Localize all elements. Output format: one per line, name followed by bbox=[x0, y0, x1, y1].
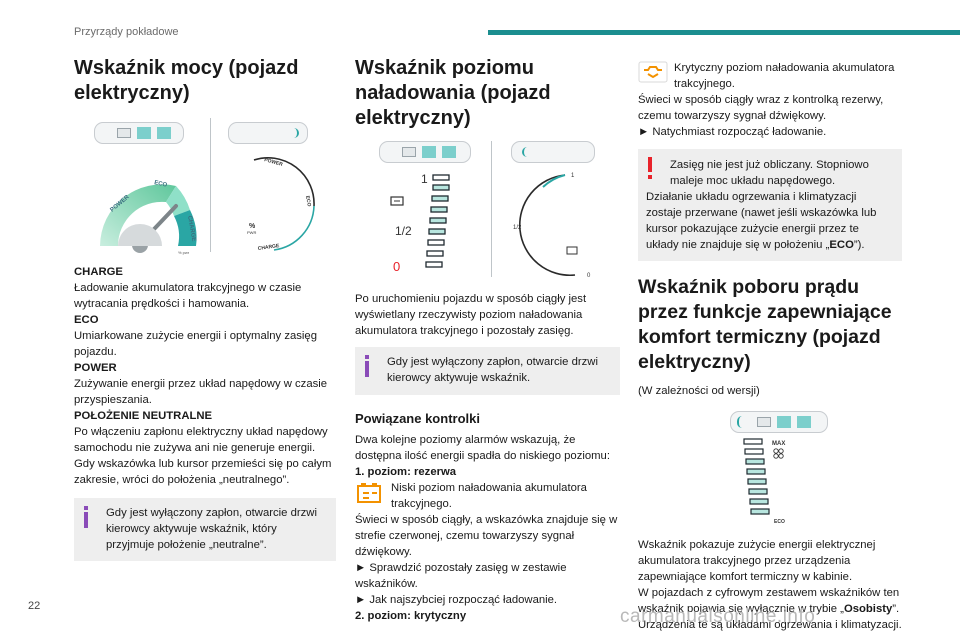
comfort-body-2-part-a: W pojazdach z cyfrowym zestawem wskaźnik… bbox=[638, 587, 900, 615]
column-power-gauge: Wskaźnik mocy (pojazd elektryczny) POWER… bbox=[74, 56, 336, 561]
charge-level-illustration: 1 1/2 0 1 1/2 0 bbox=[355, 141, 620, 281]
info-box-charge-level: Gdy jest wyłączony zapłon, otwarcie drzw… bbox=[355, 347, 620, 395]
gauge-label-percent-pwr: % pwr bbox=[178, 250, 190, 255]
level1-text: Świeci w sposób ciągły, a wskazówka znaj… bbox=[355, 514, 618, 558]
arc-label-zero: 0 bbox=[587, 273, 591, 279]
battery-critical-icon bbox=[638, 60, 674, 92]
arc-label-one: 1 bbox=[571, 173, 575, 179]
comfort-body-3: Urządzenia te są układami ogrzewania i k… bbox=[638, 619, 902, 631]
comfort-bars: MAX ECO bbox=[743, 438, 785, 525]
info-text-charge-level: Gdy jest wyłączony zapłon, otwarcie drzw… bbox=[387, 356, 598, 384]
warning-lead-text: Zasięg nie jest już obliczany. Stopniowo… bbox=[670, 159, 869, 187]
critical-indicator-row: Krytyczny poziom naładowania akumulatora… bbox=[638, 60, 902, 92]
level1-icon-text: Niski poziom naładowania akumulatora tra… bbox=[391, 482, 587, 510]
charge-level-intro: Po uruchomieniu pojazdu w sposób ciągły … bbox=[355, 293, 587, 337]
warning-rest-part-a: Działanie układu ogrzewania i klimatyzac… bbox=[646, 191, 877, 251]
comfort-label-eco: ECO bbox=[774, 519, 785, 525]
warning-rest-text: Działanie układu ogrzewania i klimatyzac… bbox=[646, 189, 894, 253]
gauge-label-charge-digital: CHARGE bbox=[257, 243, 280, 252]
section-title-comfort: Wskaźnik poboru prądu przez funkcje zape… bbox=[638, 276, 892, 373]
gauge-label-power-digital: POWER bbox=[263, 157, 283, 168]
gauge-label-eco: ECO bbox=[154, 180, 168, 189]
comfort-personal-mode: Osobisty bbox=[843, 603, 893, 615]
critical-text: Świeci w sposób ciągły wraz z kontrolką … bbox=[638, 94, 884, 122]
section-title-charge-level: Wskaźnik poziomu naładowania (pojazd ele… bbox=[355, 57, 551, 129]
comfort-body-2: W pojazdach z cyfrowym zestawem wskaźnik… bbox=[638, 585, 902, 617]
power-gauge-digital: POWER ECO CHARGE % PWR bbox=[247, 157, 315, 252]
warning-box: Zasięg nie jest już obliczany. Stopniowo… bbox=[638, 149, 902, 261]
bullet-start-charging: ► Jak najszybciej rozpocząć ładowanie. bbox=[355, 594, 558, 606]
bullet-check-range: ► Sprawdzić pozostały zasięg w zestawie … bbox=[355, 562, 567, 590]
power-gauge-colored: POWER ECO CHARGE % pwr bbox=[100, 180, 197, 255]
critical-icon-text: Krytyczny poziom naładowania akumulatora… bbox=[674, 62, 895, 90]
watermark: carmanualsonline.info bbox=[620, 606, 816, 627]
charge-heading: CHARGE bbox=[74, 266, 123, 278]
eco-heading: ECO bbox=[74, 314, 99, 326]
mini-dashboard-icon-right bbox=[228, 122, 308, 144]
info-icon bbox=[363, 355, 375, 382]
gauge-label-charge: CHARGE bbox=[186, 215, 196, 242]
mini-dashboard-icon-right bbox=[511, 141, 595, 163]
comfort-body-2-part-c: ”. bbox=[892, 603, 900, 615]
level-label-zero: 0 bbox=[393, 259, 400, 273]
section-title-power: Wskaźnik mocy (pojazd elektryczny) bbox=[74, 57, 299, 104]
charge-text: Ładowanie akumulatora trakcyjnego w czas… bbox=[74, 282, 302, 310]
related-intro: Dwa kolejne poziomy alarmów wskazują, że… bbox=[355, 434, 610, 462]
power-gauge-illustration: POWER ECO CHARGE % pwr POWER ECO CHARGE … bbox=[74, 118, 336, 258]
comfort-gauge-illustration: MAX ECO bbox=[638, 405, 902, 531]
warning-icon bbox=[646, 157, 658, 186]
warning-rest-part-b: ”). bbox=[853, 239, 865, 251]
charge-level-bars: 1 1/2 0 bbox=[390, 173, 450, 273]
power-gauge-descriptions: CHARGE Ładowanie akumulatora trakcyjnego… bbox=[74, 264, 336, 488]
gauge-label-percent: % bbox=[249, 223, 256, 230]
charge-level-arc: 1 1/2 0 bbox=[513, 173, 591, 279]
level2-heading: 2. poziom: krytyczny bbox=[355, 610, 467, 622]
comfort-label-max: MAX bbox=[772, 441, 785, 447]
related-indicators-heading: Powiązane kontrolki bbox=[355, 411, 480, 426]
column-charge-level: Wskaźnik poziomu naładowania (pojazd ele… bbox=[355, 56, 620, 624]
comfort-body-1: Wskaźnik pokazuje zużycie energii elektr… bbox=[638, 539, 876, 583]
page-number: 22 bbox=[28, 600, 41, 612]
arc-label-half: 1/2 bbox=[513, 225, 522, 231]
eco-text: Umiarkowane zużycie energii i optymalny … bbox=[74, 330, 317, 358]
info-text-power: Gdy jest wyłączony zapłon, otwarcie drzw… bbox=[106, 507, 317, 551]
level-label-one: 1 bbox=[421, 173, 428, 186]
neutral-text: Po włączeniu zapłonu elektryczny układ n… bbox=[74, 426, 332, 486]
warning-eco-word: ECO bbox=[829, 239, 854, 251]
mini-dashboard-icon-left bbox=[94, 122, 184, 144]
level1-heading: 1. poziom: rezerwa bbox=[355, 466, 457, 478]
mini-dashboard-icon bbox=[730, 411, 828, 433]
comfort-subtitle: (W zależności od wersji) bbox=[638, 385, 760, 397]
mini-dashboard-icon-left bbox=[379, 141, 471, 163]
bullet-charge-now: ► Natychmiast rozpocząć ładowanie. bbox=[638, 126, 827, 138]
divider bbox=[491, 141, 492, 277]
gauge-label-eco-digital: ECO bbox=[304, 195, 312, 207]
power-heading: POWER bbox=[74, 362, 117, 374]
info-icon bbox=[82, 506, 94, 533]
level1-indicator-row: Niski poziom naładowania akumulatora tra… bbox=[355, 480, 620, 512]
header-accent-bar bbox=[488, 30, 960, 35]
running-header: Przyrządy pokładowe bbox=[74, 26, 179, 38]
gauge-label-pwr: PWR bbox=[247, 230, 256, 235]
power-text: Zużywanie energii przez układ napędowy w… bbox=[74, 378, 328, 406]
info-box-power: Gdy jest wyłączony zapłon, otwarcie drzw… bbox=[74, 498, 336, 561]
neutral-heading: POŁOŻENIE NEUTRALNE bbox=[74, 410, 213, 422]
divider bbox=[210, 118, 211, 252]
battery-reserve-icon bbox=[355, 480, 391, 512]
column-critical-and-comfort: Krytyczny poziom naładowania akumulatora… bbox=[638, 60, 902, 633]
level-label-half: 1/2 bbox=[395, 224, 412, 238]
